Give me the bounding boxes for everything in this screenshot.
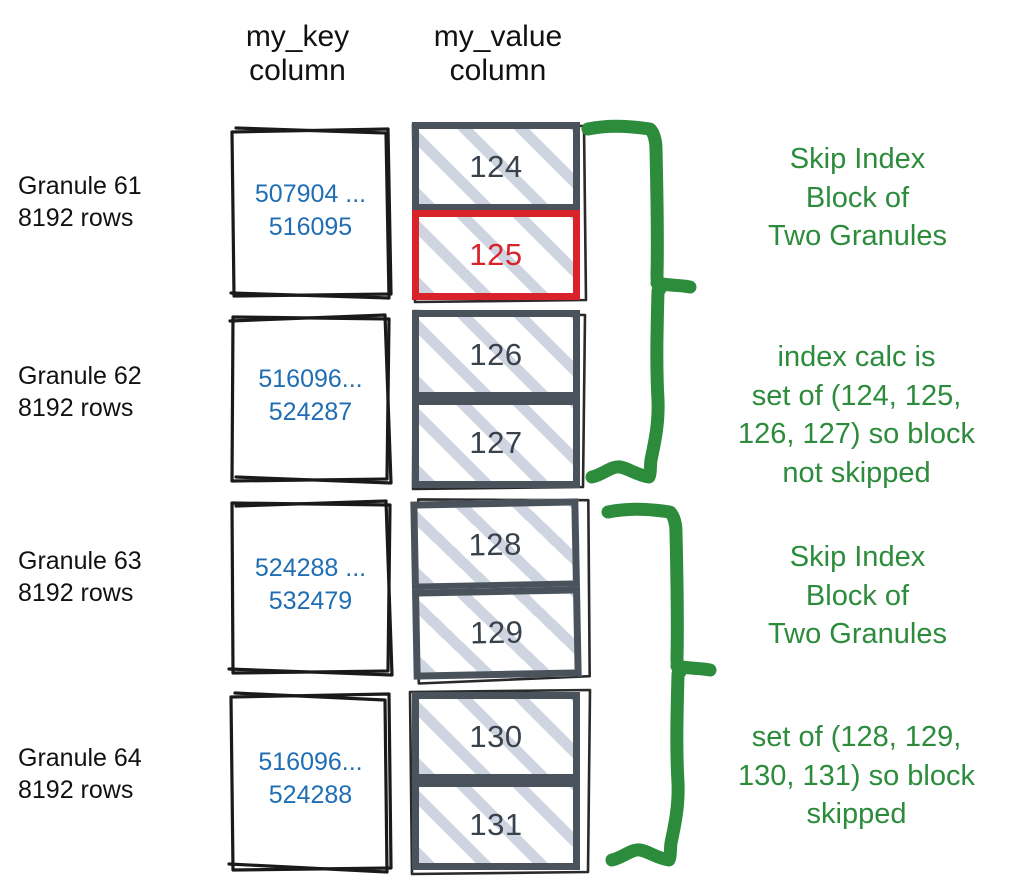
value-number: 128 (468, 526, 523, 563)
key-range-granule-62: 516096... 524287 (258, 365, 363, 426)
skip-index-brace-icon-bottom (601, 502, 717, 867)
key-box-granule-64: 516096... 524288 (227, 691, 393, 874)
value-number: 126 (469, 336, 523, 372)
value-cell-129: 129 (411, 586, 582, 680)
my-value-column-header: my_value column (433, 20, 563, 87)
sketchy-shadow-icon (408, 688, 592, 876)
key-box-granule-63: 524288 ... 532479 (227, 499, 394, 677)
value-number: 129 (469, 614, 524, 651)
value-group-granule-61: 124 125 (411, 122, 588, 304)
value-number: 130 (469, 718, 523, 754)
value-group-granule-63: 128 129 (410, 498, 591, 685)
granule-label-62: Granule 62 8192 rows (18, 362, 142, 422)
annotation-index-calc-skipped: set of (128, 129, 130, 131) so block ski… (738, 721, 975, 831)
value-number: 127 (469, 425, 523, 460)
value-cell-130: 130 (412, 692, 580, 781)
value-number: 131 (469, 807, 523, 842)
sketchy-rect-icon (227, 691, 393, 874)
key-box-granule-61: 507904 ... 516095 (228, 126, 393, 300)
key-range-granule-61: 507904 ... 516095 (254, 180, 367, 241)
value-number: 124 (469, 148, 523, 184)
value-cell-124: 124 (412, 122, 580, 211)
value-cell-128: 128 (410, 498, 580, 591)
granule-label-64: Granule 64 8192 rows (18, 744, 142, 804)
value-cell-127: 127 (412, 398, 580, 488)
sketchy-rect-icon (228, 313, 393, 485)
skip-index-brace-icon-top (581, 119, 697, 484)
value-cell-131: 131 (412, 780, 580, 870)
annotation-index-calc-not-skipped: index calc is set of (124, 125, 126, 127… (738, 341, 975, 489)
value-cell-125-highlighted: 125 (412, 210, 580, 300)
granule-label-61: Granule 61 8192 rows (18, 172, 142, 232)
my-key-column-header: my_key column (245, 20, 350, 87)
annotation-skip-index-block-1: Skip Index Block of Two Granules (768, 143, 947, 253)
value-group-granule-62: 126 127 (411, 309, 587, 491)
key-range-granule-64: 516096... 524288 (258, 748, 363, 809)
sketchy-rect-icon (227, 499, 394, 677)
key-range-granule-63: 524288 ... 532479 (254, 554, 367, 615)
key-box-granule-62: 516096... 524287 (228, 313, 393, 485)
annotation-skip-index-block-2: Skip Index Block of Two Granules (768, 541, 947, 651)
value-cell-126: 126 (412, 310, 580, 399)
sketchy-rect-icon (229, 126, 393, 300)
value-group-granule-64: 130 131 (408, 688, 592, 876)
granule-label-63: Granule 63 8192 rows (18, 547, 142, 607)
value-number: 125 (469, 237, 523, 272)
